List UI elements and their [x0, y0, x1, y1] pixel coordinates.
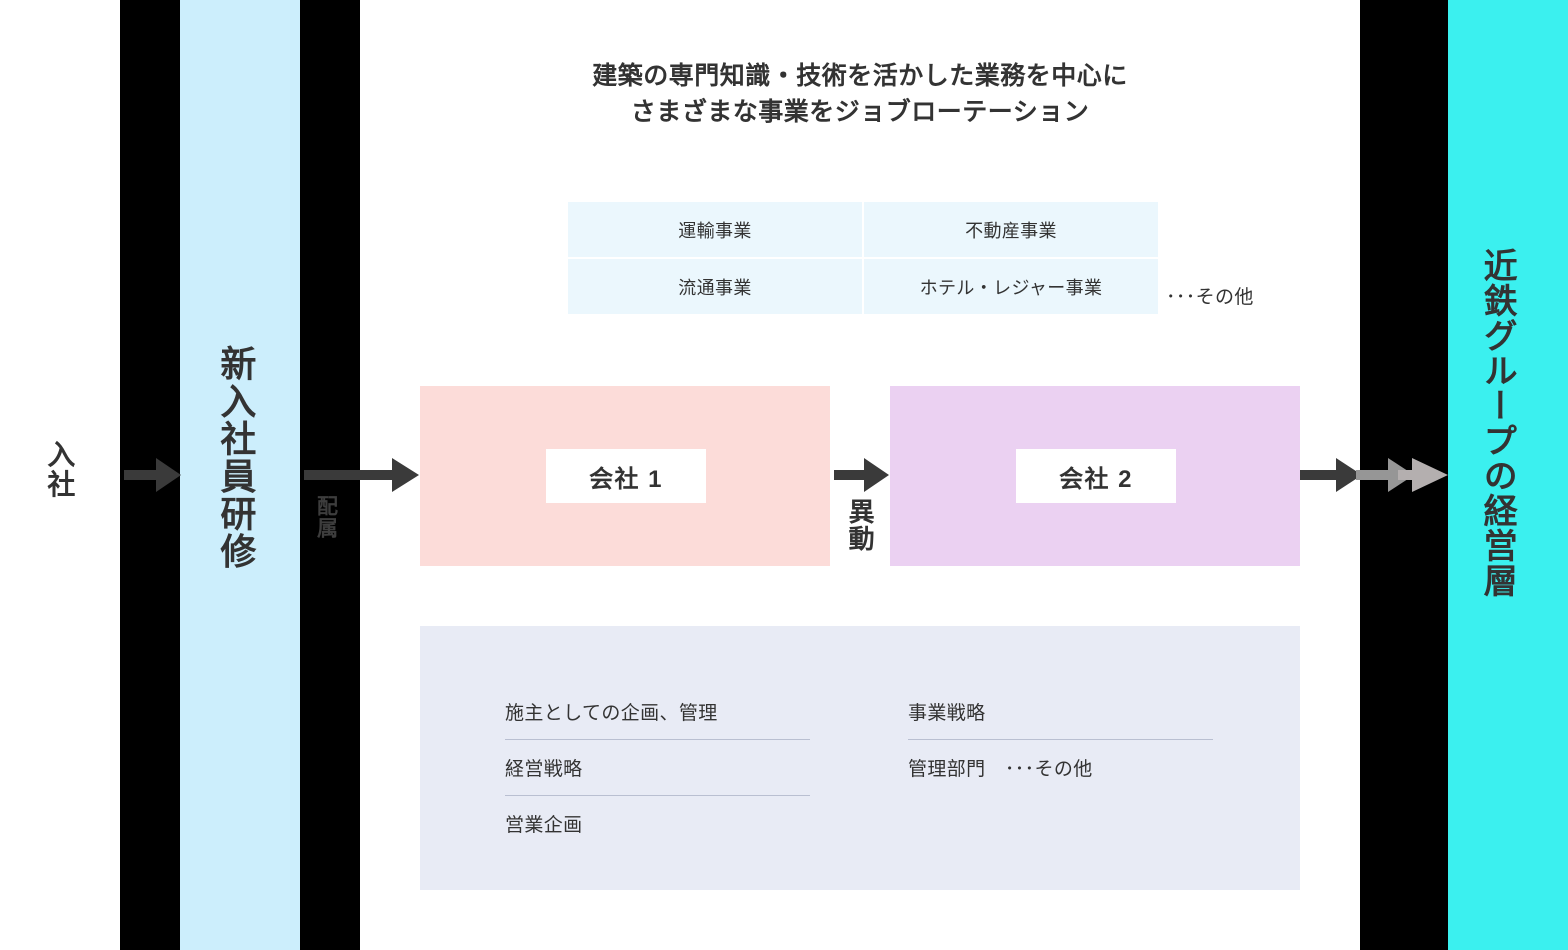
- arrow-company-2-to-executive-dark: [1300, 458, 1362, 492]
- stage-label-entry: 入社: [44, 440, 76, 499]
- role-item: 管理部門 ･･･その他: [908, 759, 1093, 780]
- stage-label-training: 新入社員研修: [215, 345, 257, 570]
- company-2-label: 会社 2: [1016, 449, 1176, 503]
- company-1-label: 会社 1: [546, 449, 706, 503]
- role-item: 事業戦略: [908, 698, 1213, 740]
- band-training-stage: [180, 0, 300, 950]
- diagram-title-line-2: さまざまな事業をジョブローテーション: [630, 98, 1090, 127]
- arrow-entry-to-training: [124, 458, 181, 492]
- role-item: 営業企画: [505, 815, 583, 836]
- business-table: 運輸事業 不動産事業 流通事業 ホテル・レジャー事業: [568, 202, 1158, 314]
- business-cell-hotel-leisure: ホテル・レジャー事業: [864, 259, 1158, 314]
- business-other-label: ･･･その他: [1166, 287, 1254, 308]
- business-cell-realestate: 不動産事業: [864, 202, 1158, 257]
- roles-panel: 施主としての企画、管理 経営戦略 営業企画 事業戦略 管理部門 ･･･その他: [420, 626, 1300, 890]
- arrow-to-executive-gray-2: [1398, 458, 1448, 492]
- stage-label-assignment: 配属: [314, 495, 338, 539]
- roles-column-left: 施主としての企画、管理 経営戦略 営業企画: [505, 698, 810, 837]
- arrow-company-1-to-company-2: [834, 458, 889, 492]
- business-cell-distribution: 流通事業: [568, 259, 862, 314]
- arrow-training-to-company-1: [304, 458, 419, 492]
- diagram-title-line-1: 建築の専門知識・技術を活かした業務を中心に: [592, 62, 1128, 90]
- role-item: 経営戦略: [505, 754, 810, 796]
- stage-label-transfer: 異動: [845, 498, 876, 553]
- band-executive-stage: [1448, 0, 1568, 950]
- diagram-title: 建築の専門知識・技術を活かした業務を中心に さまざまな事業をジョブローテーション: [360, 58, 1360, 131]
- business-cell-transport: 運輸事業: [568, 202, 862, 257]
- role-item: 施主としての企画、管理: [505, 698, 810, 740]
- stage-label-executive: 近鉄グループの経営層: [1478, 248, 1517, 599]
- arrow-to-executive-gray-1: [1356, 458, 1414, 492]
- roles-column-right: 事業戦略 管理部門 ･･･その他: [908, 698, 1213, 781]
